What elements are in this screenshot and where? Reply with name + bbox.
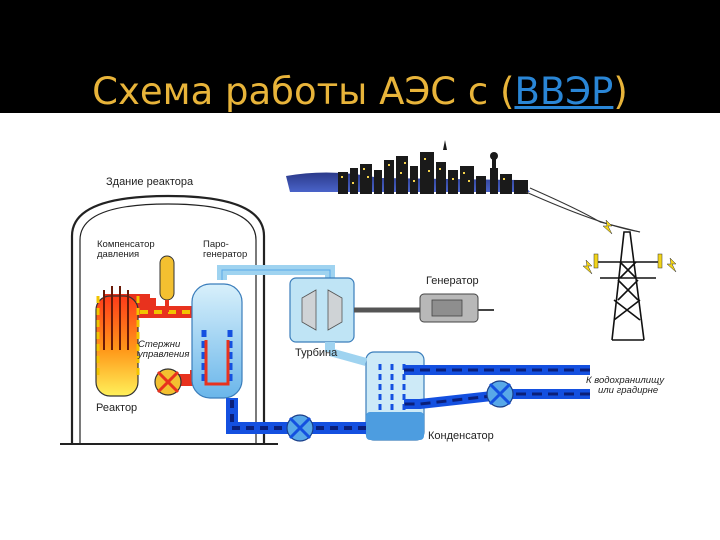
label-reactor-building: Здание реактора [106,176,194,188]
cooling-water-loop [404,365,590,409]
label-control-rods-2: управления [138,349,190,360]
turbine [289,277,355,343]
power-wires [525,187,641,233]
label-condenser: Конденсатор [428,430,494,442]
reactor-building [70,194,266,444]
control-rods [103,286,129,350]
primary-pump [154,368,182,396]
city-skyline [286,140,530,194]
title-prefix: Схема работы АЭС с ( [92,70,515,113]
label-steam-generator-1: Паро- [203,239,229,250]
lightning-icons [582,219,677,275]
label-control-rods-1: Стержни [138,339,181,350]
reactor-vessel [95,295,139,397]
title-suffix: ) [613,70,628,113]
label-steam-generator-2: генератор [203,249,248,260]
transmission-tower [596,231,660,341]
label-reactor: Реактор [96,402,138,414]
label-reservoir-2: или градирне [598,385,659,396]
title-link-vver[interactable]: ВВЭР [514,70,614,113]
generator [419,293,494,323]
label-pressurizer-1: Компенсатор [97,239,155,250]
title-bar [0,0,720,113]
label-reservoir-1: К водохранилищу [586,375,665,386]
label-generator: Генератор [426,275,479,287]
label-turbine: Турбина [295,347,338,359]
steam-generator [191,283,243,399]
slide-title: Схема работы АЭС с (ВВЭР) [0,70,720,113]
feedwater-loop [226,398,366,442]
label-pressurizer-2: давления [97,249,140,260]
pressurizer [159,255,175,312]
